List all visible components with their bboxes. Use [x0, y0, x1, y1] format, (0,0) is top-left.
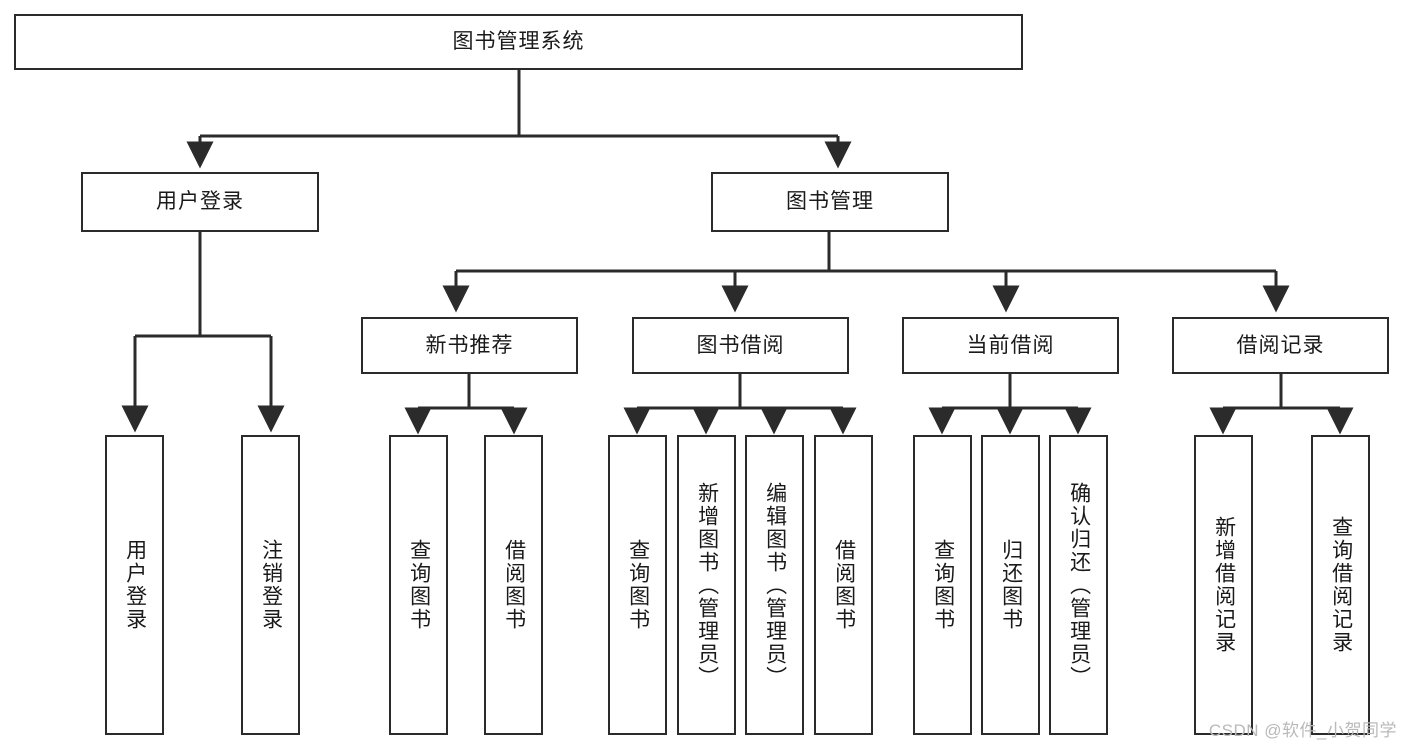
leaf-user-login-0[interactable]: 用户登录: [105, 435, 164, 735]
node-borrow-record[interactable]: 借阅记录: [1172, 317, 1389, 374]
leaf-book-borrow-0[interactable]: 查询图书: [608, 435, 667, 735]
leaf-label: 确认归还（管理员）: [1067, 481, 1091, 689]
node-book-borrow-label: 图书借阅: [696, 333, 785, 357]
leaf-book-borrow-2[interactable]: 编辑图书（管理员）: [745, 435, 804, 735]
node-current-borrow-label: 当前借阅: [966, 333, 1055, 357]
leaf-label: 借阅图书: [502, 539, 526, 631]
leaf-new-book-rec-1[interactable]: 借阅图书: [484, 435, 543, 735]
node-new-book-rec[interactable]: 新书推荐: [361, 317, 578, 374]
leaf-label: 查询图书: [407, 539, 431, 631]
leaf-current-borrow-1[interactable]: 归还图书: [981, 435, 1040, 735]
leaf-label: 借阅图书: [832, 539, 856, 631]
node-new-book-rec-label: 新书推荐: [425, 333, 514, 357]
leaf-new-book-rec-0[interactable]: 查询图书: [389, 435, 448, 735]
leaf-current-borrow-0[interactable]: 查询图书: [913, 435, 972, 735]
leaf-label: 新增借阅记录: [1212, 516, 1236, 654]
leaf-book-borrow-1[interactable]: 新增图书（管理员）: [677, 435, 736, 735]
leaf-user-login-1[interactable]: 注销登录: [241, 435, 300, 735]
leaf-borrow-record-0[interactable]: 新增借阅记录: [1194, 435, 1253, 735]
leaf-label: 编辑图书（管理员）: [763, 481, 787, 689]
leaf-label: 查询借阅记录: [1329, 516, 1353, 654]
leaf-book-borrow-3[interactable]: 借阅图书: [814, 435, 873, 735]
leaf-label: 归还图书: [999, 539, 1023, 631]
node-borrow-record-label: 借阅记录: [1236, 333, 1325, 357]
node-root-label: 图书管理系统: [452, 30, 585, 54]
leaf-label: 查询图书: [626, 539, 650, 631]
node-current-borrow[interactable]: 当前借阅: [902, 317, 1119, 374]
node-book-manage[interactable]: 图书管理: [711, 172, 949, 232]
leaf-label: 新增图书（管理员）: [695, 481, 719, 689]
leaf-label: 用户登录: [123, 539, 147, 631]
csdn-watermark: CSDN @软件_小贺同学: [1208, 721, 1397, 740]
leaf-borrow-record-1[interactable]: 查询借阅记录: [1311, 435, 1370, 735]
node-user-login-label: 用户登录: [156, 190, 244, 214]
leaf-label: 注销登录: [259, 539, 283, 631]
node-user-login[interactable]: 用户登录: [81, 172, 319, 232]
node-root[interactable]: 图书管理系统: [14, 14, 1023, 70]
node-book-borrow[interactable]: 图书借阅: [632, 317, 849, 374]
node-book-manage-label: 图书管理: [786, 190, 874, 214]
leaf-current-borrow-2[interactable]: 确认归还（管理员）: [1049, 435, 1108, 735]
leaf-label: 查询图书: [931, 539, 955, 631]
